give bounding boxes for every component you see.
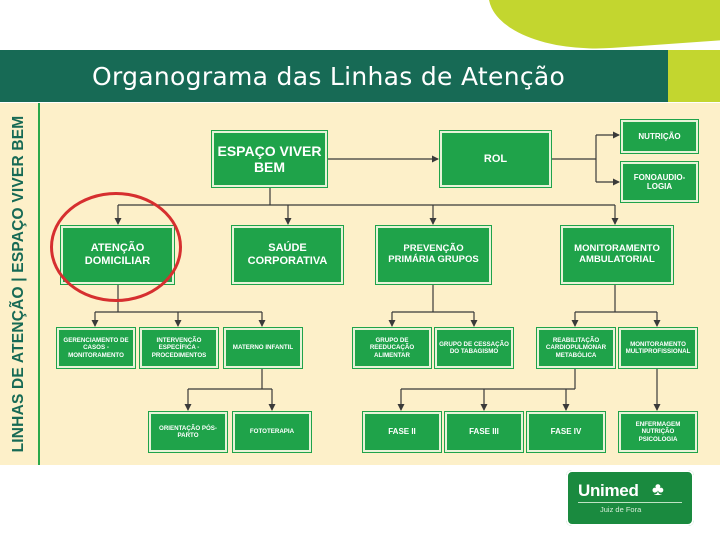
logo-name: Unimed (578, 481, 639, 500)
node-nutricao: NUTRIÇÃO (621, 120, 698, 153)
highlight-circle (50, 192, 182, 302)
logo-divider (578, 502, 682, 503)
node-materno-infantil: MATERNO INFANTIL (224, 328, 302, 368)
side-label: LINHAS DE ATENÇÃO | ESPAÇO VIVER BEM (10, 115, 27, 453)
node-monitoramento-ambulatorial: MONITORAMENTO AMBULATORIAL (561, 226, 673, 284)
node-rol: ROL (440, 131, 551, 187)
node-fonoaudiologia: FONOAUDIO- LOGIA (621, 162, 698, 202)
node-reabilitacao: REABILITAÇÃO CARDIOPULMONAR METABÓLICA (537, 328, 615, 368)
node-espaco-viver-bem: ESPAÇO VIVER BEM (212, 131, 327, 187)
node-fase-iii: FASE III (445, 412, 523, 452)
node-saude-corporativa: SAÚDE CORPORATIVA (232, 226, 343, 284)
page-title: Organograma das Linhas de Atenção (92, 62, 566, 91)
node-enfermagem-nutricao-psicologia: ENFERMAGEM NUTRIÇÃO PSICOLOGIA (619, 412, 697, 452)
title-bar (0, 50, 668, 102)
node-fototerapia: FOTOTERAPIA (233, 412, 311, 452)
node-reeducacao-alimentar: GRUPO DE REEDUCAÇÃO ALIMENTAR (353, 328, 431, 368)
logo-subtitle: Juiz de Fora (600, 505, 642, 514)
tree-icon: ♣ (652, 479, 664, 499)
unimed-logo: Unimed ♣ Juiz de Fora (566, 470, 694, 526)
node-prevencao-primaria: PREVENÇÃO PRIMÁRIA GRUPOS (376, 226, 491, 284)
corner-decoration (487, 0, 720, 57)
title-bar-accent (668, 50, 720, 102)
node-gerenciamento-casos: GERENCIAMENTO DE CASOS - MONITORAMENTO (57, 328, 135, 368)
node-orientacao-pos-parto: ORIENTAÇÃO PÓS-PARTO (149, 412, 227, 452)
node-fase-ii: FASE II (363, 412, 441, 452)
node-cessacao-tabagismo: GRUPO DE CESSAÇÃO DO TABAGISMO (435, 328, 513, 368)
node-intervencao-especifica: INTERVENÇÃO ESPECÍFICA - PROCEDIMENTOS (140, 328, 218, 368)
node-monitoramento-multiprofissional: MONITORAMENTO MULTIPROFISSIONAL (619, 328, 697, 368)
side-strip (0, 103, 40, 465)
node-fase-iv: FASE IV (527, 412, 605, 452)
